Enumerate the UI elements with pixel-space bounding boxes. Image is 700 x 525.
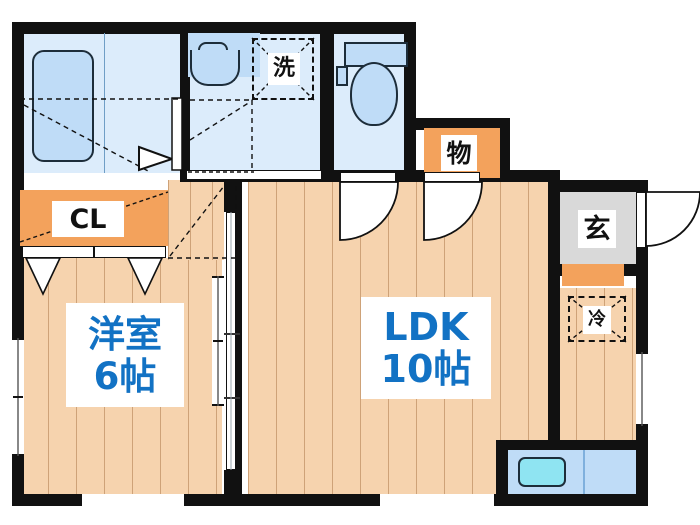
wall-storage-north: [416, 118, 510, 130]
window-south-ldk[interactable]: [378, 494, 496, 506]
fridge-space: [568, 296, 626, 342]
wall-kitchen-west: [496, 440, 508, 506]
kitchen-counter-divider: [583, 450, 585, 494]
wall-entrance-west: [548, 180, 560, 290]
wall-exterior-east-jog: [548, 180, 648, 192]
wall-storage-east: [498, 118, 510, 180]
label-washitsu-name: 洋室: [88, 312, 162, 356]
wall-ldk-west-thin: [236, 182, 242, 498]
label-ldk: LDK 10帖: [361, 297, 491, 399]
shoe-cabinet: [562, 264, 624, 286]
washer-space: [252, 38, 314, 100]
toilet-bowl: [350, 62, 398, 126]
bathtub: [32, 50, 94, 162]
label-ldk-name: LDK: [383, 305, 469, 349]
washbasin-bowl: [190, 50, 240, 86]
label-storage: 物: [441, 135, 477, 171]
wall-bath-washroom: [180, 22, 190, 172]
label-fridge: 冷: [583, 306, 611, 334]
wall-washroom-toilet: [320, 22, 334, 172]
wall-fridge-alcove-west: [548, 276, 560, 446]
washroom-sliding-door[interactable]: [186, 170, 322, 180]
label-washitsu: 洋室 6帖: [66, 303, 184, 407]
bath-floor-divider: [104, 33, 105, 173]
label-closet-cl: CL: [52, 201, 124, 237]
window-south-washitsu[interactable]: [80, 494, 186, 506]
label-ldk-size: 10帖: [380, 347, 472, 391]
wall-exterior-north: [12, 22, 416, 34]
label-washitsu-size: 6帖: [93, 354, 157, 398]
kitchen-sink: [518, 457, 566, 487]
wall-washitsu-ldk: [224, 170, 236, 212]
room-ldk-floor-east: [548, 288, 644, 442]
toilet-lever: [336, 66, 348, 86]
label-entrance: 玄: [578, 210, 616, 248]
room-ldk-floor: [248, 180, 548, 498]
wall-washitsu-ldk-lower: [224, 470, 236, 506]
label-washer: 洗: [268, 53, 300, 85]
wall-kitchen-north: [496, 440, 648, 450]
